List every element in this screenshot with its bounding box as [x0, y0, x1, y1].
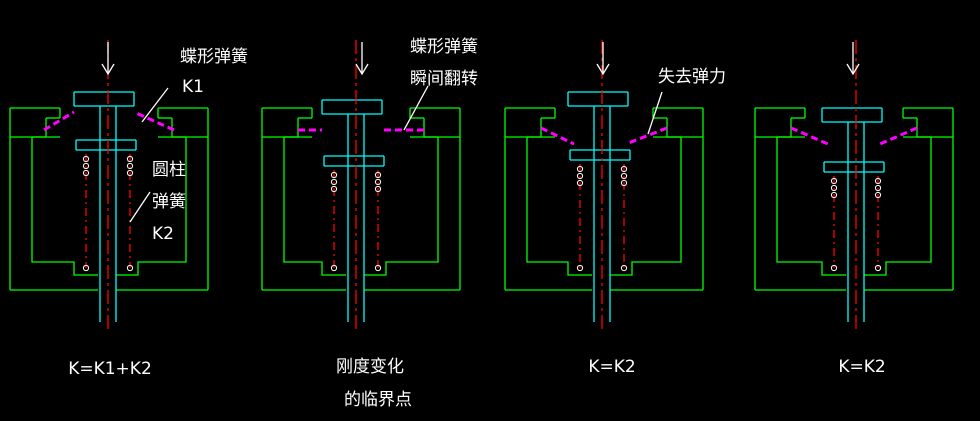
panel-4	[754, 40, 954, 330]
panel-1-disc-spring-label: 蝶形弹簧	[180, 47, 248, 67]
coil-spring-loop	[82, 264, 90, 272]
coil-spring-loop	[576, 172, 584, 180]
inner-cavity	[116, 137, 187, 276]
disc-spring	[540, 126, 575, 146]
inner-cavity	[610, 137, 682, 276]
coil-spring-loop	[126, 264, 134, 272]
callout-leaders	[129, 85, 663, 223]
coil-spring-loop	[82, 162, 90, 170]
panel-2-flip-label: 瞬间翻转	[410, 69, 478, 89]
leader-line	[129, 191, 151, 223]
leader-line	[647, 91, 663, 135]
coil-spring-loop	[330, 178, 338, 186]
panel-3	[504, 40, 704, 330]
panel-2-caption-line-2: 的临界点	[344, 390, 412, 410]
inner-cavity	[776, 137, 846, 276]
disc-spring	[879, 126, 918, 146]
disc-spring	[790, 126, 829, 146]
panel-1	[9, 40, 209, 330]
disc-spring	[625, 126, 668, 146]
load-arrow	[355, 63, 369, 76]
panel-3-lost-elasticity-label: 失去弹力	[658, 67, 726, 87]
panel-1-k1-label: K1	[182, 77, 204, 97]
coil-spring-loop	[620, 264, 628, 272]
load-arrow	[101, 63, 115, 76]
inner-cavity	[526, 137, 592, 276]
coil-spring-loop	[620, 179, 628, 187]
panel-1-k2-label: K2	[152, 224, 174, 244]
panel-4-caption: K=K2	[838, 357, 885, 377]
panel-1-coil-label-line-2: 弹簧	[152, 192, 186, 212]
labels: 蝶形弹簧 K1 圆柱 弹簧 K2 K=K1+K2 蝶形弹簧 瞬间翻转 刚度变化 …	[68, 37, 885, 410]
coil-spring-loop	[330, 171, 338, 179]
leader-line	[141, 87, 169, 123]
coil-spring-loop	[874, 177, 882, 185]
coil-spring-loop	[374, 178, 382, 186]
coil-spring-loop	[830, 184, 838, 192]
inner-cavity	[283, 137, 346, 276]
coil-spring-loop	[830, 191, 838, 199]
coil-spring-loop	[126, 169, 134, 177]
coil-spring-loop	[874, 264, 882, 272]
inner-cavity	[31, 137, 98, 276]
coil-spring-loop	[620, 172, 628, 180]
coil-spring-loop	[620, 165, 628, 173]
coil-spring-loop	[330, 264, 338, 272]
leader-line	[403, 85, 429, 131]
panel-3-caption: K=K2	[588, 357, 635, 377]
coil-spring-loop	[874, 191, 882, 199]
coil-spring-loop	[576, 179, 584, 187]
coil-spring-loop	[576, 264, 584, 272]
coil-spring-loop	[126, 162, 134, 170]
disc-spring	[43, 110, 75, 132]
coil-spring-loop	[830, 264, 838, 272]
panel-2	[261, 40, 461, 330]
coil-spring-loop	[82, 155, 90, 163]
coil-spring-loop	[374, 264, 382, 272]
coil-spring-loop	[576, 165, 584, 173]
panel-1-coil-label-line-1: 圆柱	[152, 160, 186, 180]
coil-spring-loop	[874, 184, 882, 192]
load-arrow	[846, 63, 860, 76]
coil-spring-loop	[126, 155, 134, 163]
panel-2-caption-line-1: 刚度变化	[336, 357, 404, 377]
panel-2-disc-spring-label: 蝶形弹簧	[410, 37, 478, 57]
load-arrow	[596, 63, 610, 76]
panel-1-caption: K=K1+K2	[68, 359, 152, 379]
disc-spring	[133, 110, 175, 132]
coil-spring-loop	[830, 177, 838, 185]
coil-spring-loop	[82, 169, 90, 177]
inner-cavity	[364, 137, 439, 276]
coil-spring-loop	[330, 185, 338, 193]
inner-cavity	[864, 137, 932, 276]
coil-spring-loop	[374, 185, 382, 193]
coil-spring-loop	[374, 171, 382, 179]
